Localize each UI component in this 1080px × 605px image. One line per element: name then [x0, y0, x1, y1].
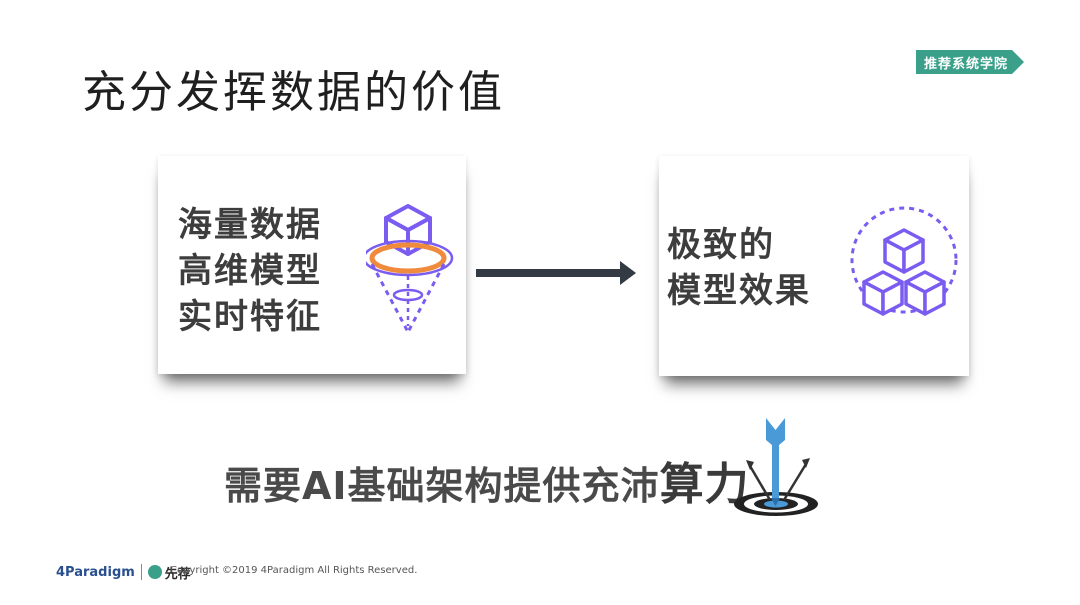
brand-badge: 推荐系统学院 — [916, 50, 1024, 74]
logo-4paradigm: 4Paradigm — [56, 564, 135, 580]
xianjian-logo-icon — [147, 565, 162, 579]
bottom-statement-text: 需要AI基础架构提供充沛 — [224, 464, 660, 508]
copyright-text: Copyright ©2019 4Paradigm All Rights Res… — [170, 565, 418, 576]
badge-text: 推荐系统学院 — [924, 57, 1009, 72]
target-arrows-icon — [728, 416, 828, 520]
right-arrow-icon — [476, 258, 638, 288]
left-card-line-2: 高维模型 — [178, 251, 322, 291]
right-card-line-2: 模型效果 — [667, 271, 811, 311]
left-card-line-1: 海量数据 — [178, 205, 322, 245]
cube-funnel-icon — [362, 200, 466, 340]
left-card-line-3: 实时特征 — [178, 297, 322, 337]
bottom-statement-emphasis: 算力 — [659, 459, 750, 510]
footer-logos: 4Paradigm 先荐 — [56, 560, 191, 584]
logo-xianjian-text: 先荐 — [164, 566, 191, 582]
logo-xianjian: 先荐 — [147, 563, 191, 582]
slide-title: 充分发挥数据的价值 — [82, 67, 505, 118]
badge-shape-icon — [916, 50, 1024, 74]
cubes-cluster-icon — [849, 200, 959, 330]
bottom-statement: 需要AI基础架构提供充沛算力 — [224, 448, 750, 512]
left-card-text: 海量数据 高维模型 实时特征 — [178, 202, 322, 340]
right-card-text: 极致的 模型效果 — [667, 222, 811, 314]
logo-separator — [140, 564, 142, 580]
right-card-line-1: 极致的 — [667, 225, 775, 265]
left-card: 海量数据 高维模型 实时特征 — [158, 156, 466, 374]
right-card: 极致的 模型效果 — [659, 156, 969, 376]
